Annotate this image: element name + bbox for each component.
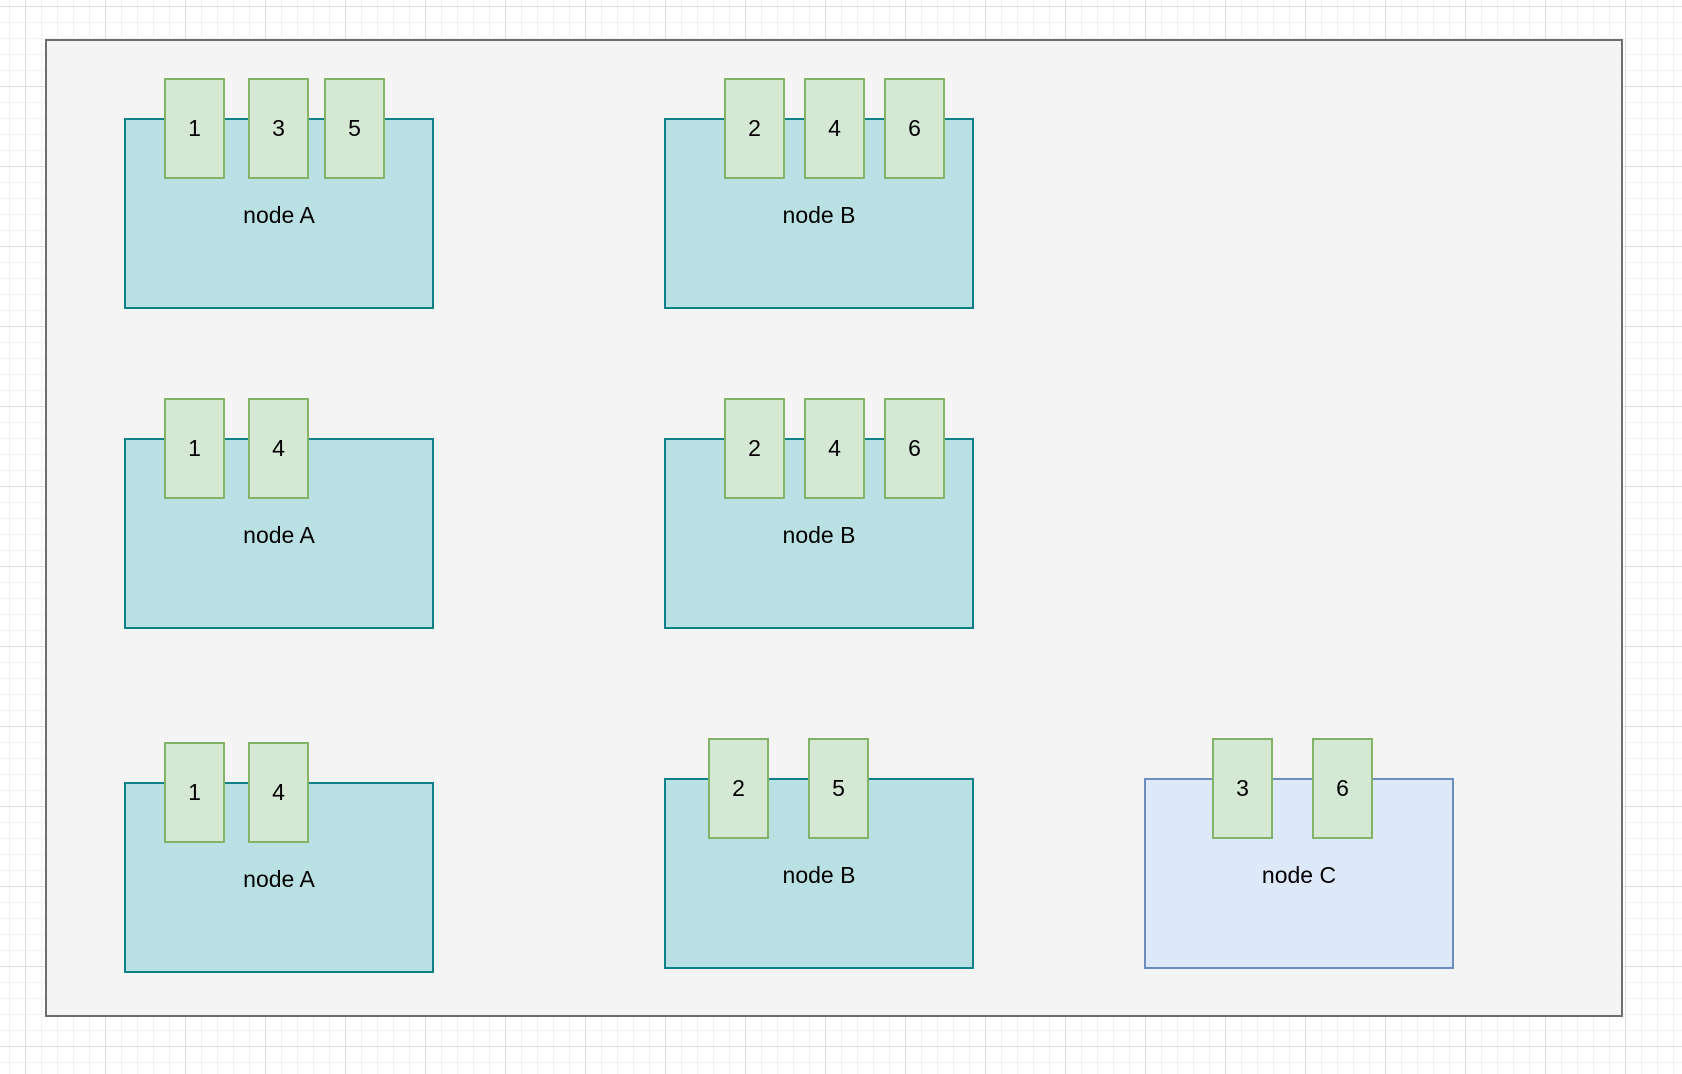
partition-2[interactable]: 2 [724, 398, 785, 499]
partition-3[interactable]: 3 [248, 78, 309, 179]
partition-2[interactable]: 2 [708, 738, 769, 839]
partition-1[interactable]: 1 [164, 78, 225, 179]
partition-6[interactable]: 6 [884, 78, 945, 179]
partition-6[interactable]: 6 [1312, 738, 1373, 839]
node-label: node C [1261, 862, 1337, 888]
partition-4[interactable]: 4 [804, 398, 865, 499]
partition-3[interactable]: 3 [1212, 738, 1273, 839]
partition-4[interactable]: 4 [248, 742, 309, 843]
partition-5[interactable]: 5 [324, 78, 385, 179]
node-label: node B [782, 522, 856, 548]
partition-4[interactable]: 4 [248, 398, 309, 499]
node-label: node A [243, 202, 315, 228]
partition-5[interactable]: 5 [808, 738, 869, 839]
partition-4[interactable]: 4 [804, 78, 865, 179]
partition-6[interactable]: 6 [884, 398, 945, 499]
node-label: node B [782, 202, 856, 228]
partition-1[interactable]: 1 [164, 398, 225, 499]
node-label: node A [243, 522, 315, 548]
node-label: node B [782, 862, 856, 888]
node-label: node A [243, 866, 315, 892]
partition-1[interactable]: 1 [164, 742, 225, 843]
partition-2[interactable]: 2 [724, 78, 785, 179]
node-c-row3[interactable]: node C [1144, 778, 1454, 969]
